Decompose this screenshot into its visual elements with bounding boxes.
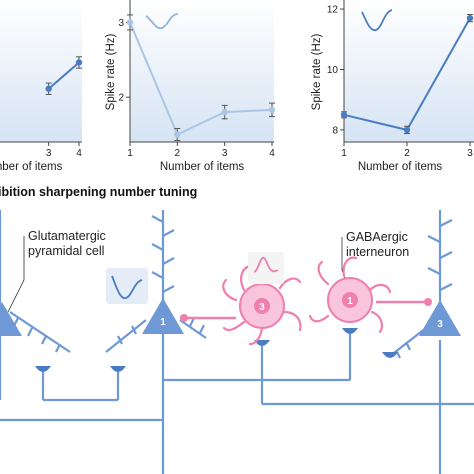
chart-right-panel: [344, 0, 474, 142]
x-tick-label: 3: [467, 148, 473, 159]
data-point: [45, 85, 52, 92]
label-gaba-line1: GABAergic: [346, 230, 408, 244]
interneuron-left: 3: [222, 264, 302, 346]
chart-right-ticks-y: 8 10 12: [327, 5, 344, 136]
label-gaba-line2: interneuron: [346, 245, 409, 259]
chart-left: 34 Number of items: [0, 0, 82, 173]
waveform-icon-blue: [111, 275, 143, 299]
y-tick-label: 8: [332, 125, 338, 136]
series-line: [129, 22, 273, 136]
x-tick-label: 2: [175, 148, 181, 159]
data-point: [403, 126, 411, 134]
waveform-icon-right: [361, 9, 393, 32]
x-tick-label: 3: [222, 148, 228, 159]
pyramidal-middle-number: 1: [160, 317, 166, 328]
data-point: [340, 111, 348, 119]
pyramidal-right: 3: [419, 300, 461, 336]
data-point: [466, 14, 474, 22]
data-point: [174, 131, 181, 138]
x-tick-label: 3: [46, 148, 52, 159]
diagram-title: ibition sharpening number tuning: [0, 185, 197, 199]
y-tick-label: 10: [327, 65, 339, 76]
data-point: [268, 106, 276, 114]
chart-left-plot: [45, 56, 83, 95]
waveform-box-pink: [248, 252, 284, 284]
chart-right-ticks-x: 1 2 3: [341, 142, 473, 159]
waveform-icon-middle: [145, 13, 179, 30]
pyramidal-left-partial: [0, 302, 22, 336]
x-tick-label: 4: [76, 148, 82, 159]
data-point: [221, 108, 228, 116]
chart-left-xlabel: Number of items: [0, 161, 63, 173]
waveform-icon-pink: [253, 257, 279, 273]
chart-middle-ticks-x: 1 2 3 4: [127, 142, 275, 159]
series-line: [48, 61, 80, 90]
axon-wiring: [0, 210, 474, 474]
chart-right-plot: [340, 14, 474, 135]
chart-middle-plot: [126, 14, 276, 142]
chart-right-ylabel: Spike rate (Hz): [311, 33, 323, 110]
pyramidal-middle: 1: [142, 298, 184, 334]
chart-middle-ticks-y: 23: [118, 18, 130, 104]
x-tick-label: 1: [127, 148, 133, 159]
chart-middle-xlabel: Number of items: [160, 161, 245, 173]
synapse-caps: [35, 328, 398, 372]
x-tick-label: 2: [404, 148, 410, 159]
inhibitory-connection: [180, 298, 432, 322]
y-tick-label: 3: [118, 18, 124, 29]
x-tick-label: 1: [341, 148, 347, 159]
interneuron-left-number: 3: [259, 302, 265, 313]
label-glutamatergic-line1: Glutamatergic: [28, 229, 106, 243]
data-point: [126, 19, 134, 26]
pyramidal-right-number: 3: [437, 319, 443, 330]
y-tick-label: 2: [118, 93, 124, 104]
chart-right-xlabel: Number of items: [358, 161, 443, 173]
x-tick-label: 4: [269, 148, 275, 159]
label-glutamatergic-leader: [7, 236, 25, 313]
data-point: [75, 59, 83, 66]
interneuron-right-number: 1: [347, 296, 353, 307]
interneuron-right: 1: [308, 256, 392, 334]
waveform-box-blue: [106, 268, 148, 304]
label-glutamatergic-line2: pyramidal cell: [28, 244, 104, 258]
y-tick-label: 12: [327, 5, 339, 16]
chart-middle-ylabel: Spike rate (Hz): [105, 33, 117, 110]
